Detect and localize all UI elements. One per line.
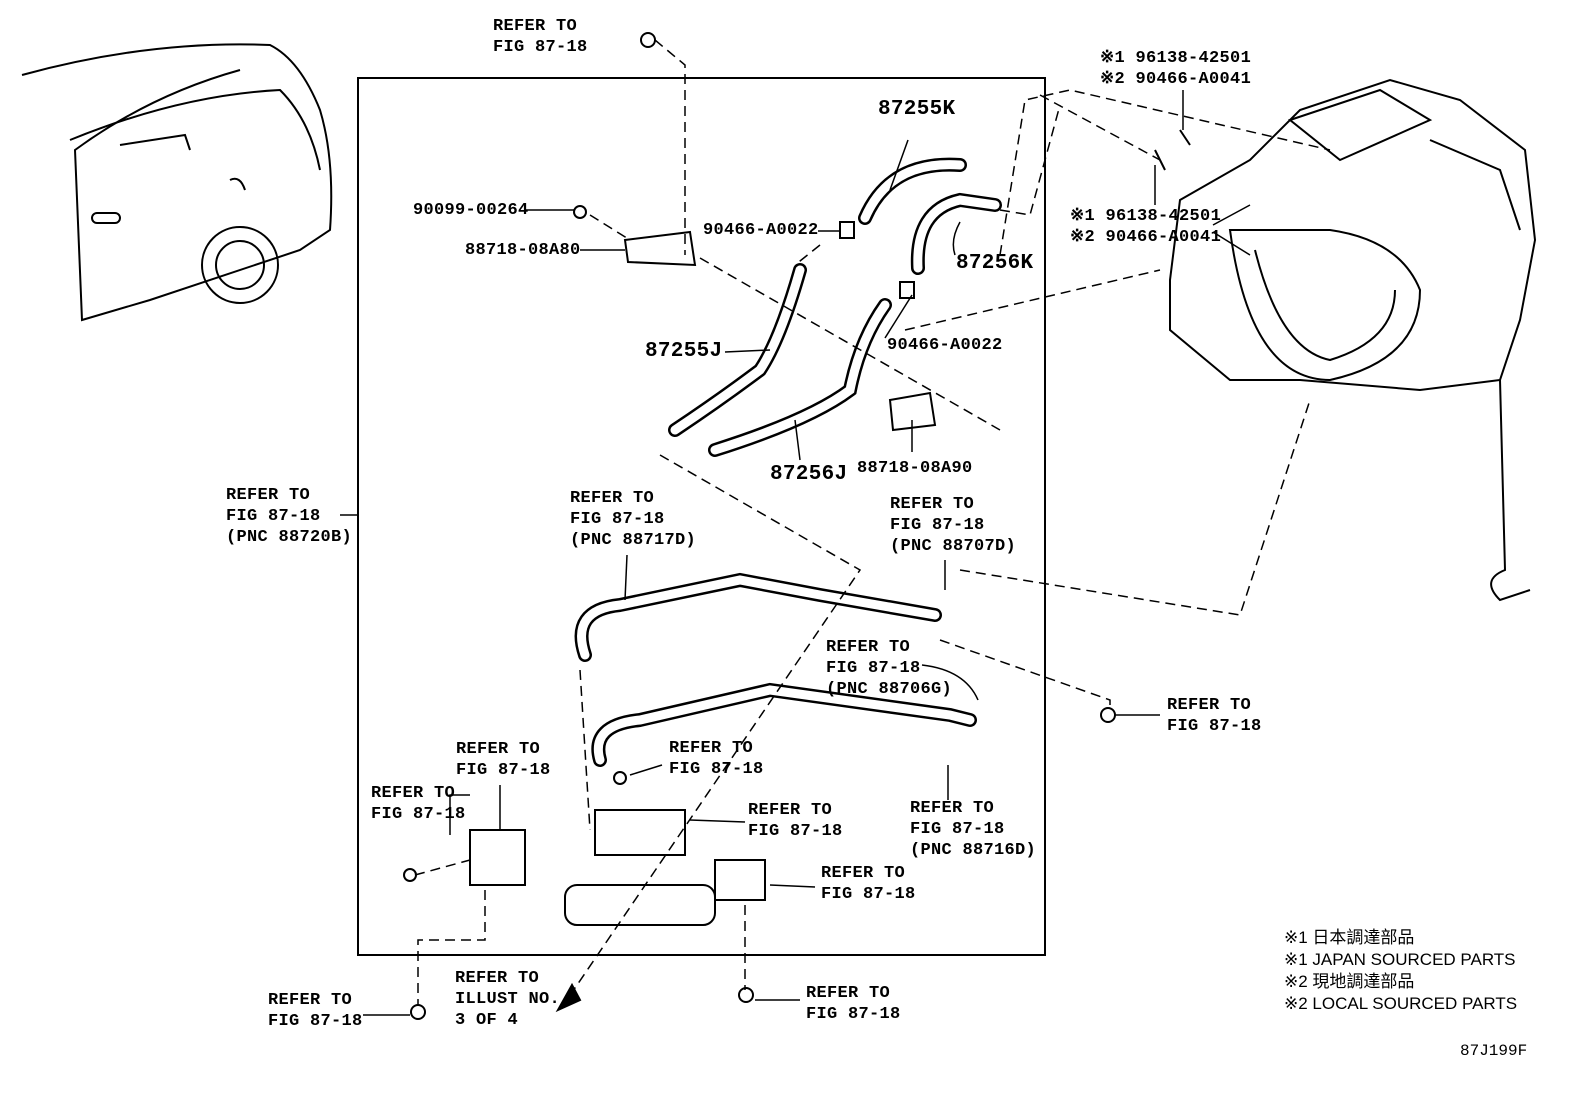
refer-text: REFER TO [371, 784, 456, 803]
bracket-88718-08A80 [623, 230, 697, 267]
legend-japan-en: ※1 JAPAN SOURCED PARTS [1284, 950, 1516, 969]
sourced-parts-mid: ※1 96138-42501 ※2 90466-A0041 [1070, 206, 1221, 248]
refer-text: REFER TO [806, 984, 891, 1003]
figure-code: 87J199F [1460, 1042, 1528, 1060]
refer-label-bracket: REFER TO FIG 87-18 [748, 800, 843, 842]
pnc-text: (PNC 88707D) [890, 537, 1017, 556]
part-90466-A0041[interactable]: ※2 90466-A0041 [1100, 70, 1252, 89]
refer-text: REFER TO [669, 739, 754, 758]
refer-label-bottom-right: REFER TO FIG 87-18 [806, 983, 901, 1025]
refer-text: REFER TO [226, 486, 311, 505]
legend-japan-jp: ※1 日本調達部品 [1284, 928, 1415, 947]
refer-label-bottom-left: REFER TO FIG 87-18 [268, 990, 363, 1032]
part-87255J[interactable]: 87255J [645, 340, 723, 363]
hvac-unit-illustration [1169, 78, 1537, 602]
part-96138-42501[interactable]: ※1 96138-42501 [1070, 207, 1222, 226]
fig-text[interactable]: FIG 87-18 [826, 659, 921, 678]
refer-label-88716D: REFER TO FIG 87-18 (PNC 88716D) [910, 798, 1036, 861]
refer-label-left-bolt: REFER TO FIG 87-18 [371, 783, 466, 825]
legend: ※1 日本調達部品 ※1 JAPAN SOURCED PARTS ※2 現地調達部品… [1284, 927, 1517, 1015]
assembly-frame [357, 77, 1046, 956]
refer-label-right-actuator: REFER TO FIG 87-18 [821, 863, 916, 905]
part-87255K[interactable]: 87255K [878, 98, 956, 121]
refer-text: REFER TO [570, 489, 655, 508]
part-87256J[interactable]: 87256J [770, 463, 848, 486]
refer-text: REFER TO [890, 495, 975, 514]
arrow-to-illust [555, 982, 582, 1013]
legend-local-en: ※2 LOCAL SOURCED PARTS [1284, 994, 1518, 1013]
refer-text: REFER TO [910, 799, 995, 818]
refer-text: REFER TO [826, 638, 911, 657]
refer-text: REFER TO [455, 969, 540, 988]
sourced-parts-top: ※1 96138-42501 ※2 90466-A0041 [1100, 48, 1251, 90]
refer-label-88706G: REFER TO FIG 87-18 (PNC 88706G) [826, 637, 952, 700]
refer-label-right: REFER TO FIG 87-18 [1167, 695, 1262, 737]
fig-text[interactable]: FIG 87-18 [493, 38, 588, 57]
refer-text: REFER TO [493, 17, 578, 36]
refer-illust-label: REFER TO ILLUST NO. 3 OF 4 [455, 968, 560, 1031]
refer-label-88720B: REFER TO FIG 87-18 (PNC 88720B) [226, 485, 352, 548]
illust-page-text: 3 OF 4 [455, 1011, 519, 1030]
part-88718-08A90[interactable]: 88718-08A90 [857, 459, 973, 478]
refer-text: REFER TO [821, 864, 906, 883]
clamp-90466-a [839, 221, 855, 239]
fig-text[interactable]: FIG 87-18 [570, 510, 665, 529]
part-96138-42501[interactable]: ※1 96138-42501 [1100, 49, 1252, 68]
pnc-text: (PNC 88720B) [226, 528, 353, 547]
part-87256K[interactable]: 87256K [956, 252, 1034, 275]
actuator-left [469, 829, 526, 886]
fig-text[interactable]: FIG 87-18 [910, 820, 1005, 839]
valve-bracket [594, 809, 686, 856]
refer-text: REFER TO [1167, 696, 1252, 715]
refer-label-actuator: REFER TO FIG 87-18 [456, 739, 551, 781]
illust-text[interactable]: ILLUST NO. [455, 990, 561, 1009]
legend-local-jp: ※2 現地調達部品 [1284, 972, 1415, 991]
clamp-90466-b [899, 281, 915, 299]
fig-text[interactable]: FIG 87-18 [748, 822, 843, 841]
part-90466-A0041[interactable]: ※2 90466-A0041 [1070, 228, 1222, 247]
fig-text[interactable]: FIG 87-18 [821, 885, 916, 904]
vehicle-illustration [21, 43, 333, 322]
fig-text[interactable]: FIG 87-18 [371, 805, 466, 824]
fig-text[interactable]: FIG 87-18 [890, 516, 985, 535]
part-90466-A0022-upper[interactable]: 90466-A0022 [703, 221, 819, 240]
refer-label-screw: REFER TO FIG 87-18 [669, 738, 764, 780]
fig-text[interactable]: FIG 87-18 [226, 507, 321, 526]
refer-label-top: REFER TO FIG 87-18 [493, 16, 588, 58]
refer-text: REFER TO [748, 801, 833, 820]
pnc-text: (PNC 88716D) [910, 841, 1037, 860]
fig-text[interactable]: FIG 87-18 [268, 1012, 363, 1031]
part-90466-A0022-lower[interactable]: 90466-A0022 [887, 336, 1003, 355]
part-88718-08A80[interactable]: 88718-08A80 [465, 241, 581, 260]
bolt-90099 [573, 205, 587, 219]
fig-text[interactable]: FIG 87-18 [1167, 717, 1262, 736]
bracket-88718-08A90 [888, 391, 937, 432]
actuator-right [714, 859, 766, 901]
fig-text[interactable]: FIG 87-18 [669, 760, 764, 779]
refer-label-88717D: REFER TO FIG 87-18 (PNC 88717D) [570, 488, 696, 551]
pnc-text: (PNC 88717D) [570, 531, 697, 550]
fig-text[interactable]: FIG 87-18 [806, 1005, 901, 1024]
refer-text: REFER TO [456, 740, 541, 759]
pnc-text: (PNC 88706G) [826, 680, 953, 699]
fig-text[interactable]: FIG 87-18 [456, 761, 551, 780]
part-90099-00264[interactable]: 90099-00264 [413, 201, 529, 220]
duct-seal [564, 884, 716, 926]
refer-text: REFER TO [268, 991, 353, 1010]
refer-label-88707D: REFER TO FIG 87-18 (PNC 88707D) [890, 494, 1016, 557]
